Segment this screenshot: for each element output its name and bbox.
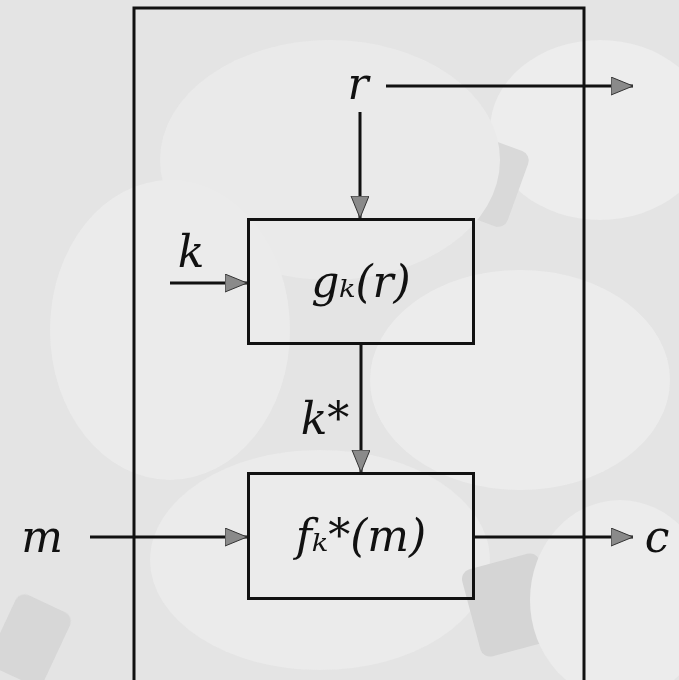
output-arrow: [475, 536, 633, 539]
bulb: [150, 450, 490, 670]
function-label: fₖ*(m): [296, 514, 426, 558]
signal-arrow: [360, 345, 363, 472]
input-arrow: [90, 536, 247, 539]
output-arrow: [386, 85, 633, 88]
system-boundary: [134, 8, 584, 680]
signal-name: c: [645, 515, 670, 559]
input-arrow: [170, 282, 247, 285]
bulb-base: [0, 591, 74, 680]
signal-name: r: [347, 62, 368, 106]
function-label: gₖ(r): [311, 260, 411, 304]
bulb-photo: [0, 40, 679, 680]
signal-name: m: [21, 515, 63, 559]
input-arrow: [359, 112, 362, 218]
signal-name: k*: [301, 397, 350, 441]
signal-name: k: [178, 230, 205, 274]
bulb: [530, 500, 679, 680]
process-box: gₖ(r): [247, 218, 475, 345]
bulb: [50, 180, 290, 480]
bulb: [370, 270, 670, 490]
process-box: fₖ*(m): [247, 472, 475, 600]
